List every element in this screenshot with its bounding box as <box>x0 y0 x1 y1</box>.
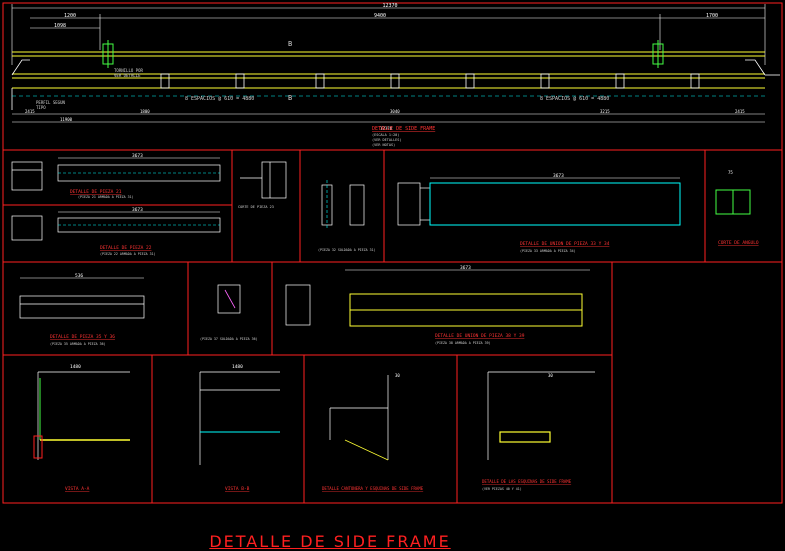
frame-post <box>160 73 170 89</box>
pieza-23-caption: CORTE DE PIEZA 23 <box>238 205 274 209</box>
pieza-37-caption: (PIEZA 37 SOLDADA A PIEZA 36) <box>200 337 258 341</box>
union-32-caption: (PIEZA 32 SOLDADA A PIEZA 31) <box>318 248 376 252</box>
esquinas-sub: (VER PIEZAS 40 Y 41) <box>482 487 522 491</box>
frame-post <box>235 73 245 89</box>
pieza-35-caption: DETALLE DE PIEZA 35 Y 36 <box>50 334 115 340</box>
spacing-label-right: 8 ESPACIOS @ 610 = 4880 <box>540 96 609 102</box>
main-caption-note-3: (VER NOTAS) <box>372 143 395 147</box>
main-elevation: 12370 1200 9400 1700 1098 <box>11 3 780 147</box>
bottom-dim-6: 11900 <box>60 117 73 122</box>
note-3: PERFIL SEGUN <box>36 100 65 105</box>
vista-a: 1480 VISTA A-A <box>33 364 130 492</box>
detail-esquina: 30 DETALLE CANTONERA Y ESQUINAS DE SIDE … <box>322 373 424 491</box>
vista-b: 1480 VISTA B-B <box>199 364 280 492</box>
frame-post <box>615 73 625 89</box>
detail-union-38: 3673 DETALLE DE UNION DE PIEZA 38 Y 39 (… <box>285 265 590 345</box>
main-caption: DETALLE DE SIDE FRAME <box>372 126 435 132</box>
frame-post <box>390 73 400 89</box>
note-1: TORNILLO POR <box>114 68 143 73</box>
union-33-caption: DETALLE DE UNION DE PIEZA 33 Y 34 <box>520 241 610 247</box>
detail-union-32: (PIEZA 32 SOLDADA A PIEZA 31) <box>318 180 376 252</box>
bottom-dim-7: 12370 <box>380 126 393 131</box>
union-33-dim: 3673 <box>553 173 564 179</box>
union-38-dim: 3673 <box>460 265 471 271</box>
esquinas-dim: 30 <box>548 373 553 378</box>
union-33-sub: (PIEZA 33 ARMADA A PIEZA 34) <box>520 249 576 253</box>
spacing-label-left: 8 ESPACIOS @ 610 = 4880 <box>185 96 254 102</box>
detail-corte-angulo: 75 CORTE DE ANGULO <box>715 170 759 246</box>
vista-a-caption: VISTA A-A <box>65 486 90 492</box>
bottom-dim-5: 2415 <box>735 109 745 114</box>
corte-angulo-dim: 75 <box>728 170 733 175</box>
bottom-dim-3: 3040 <box>390 109 400 114</box>
frame-post <box>465 73 475 89</box>
vista-a-dim: 1480 <box>70 364 81 370</box>
pieza-22-caption: DETALLE DE PIEZA 22 <box>100 245 152 251</box>
posts <box>160 73 700 89</box>
detail-union-33: 3673 DETALLE DE UNION DE PIEZA 33 Y 34 (… <box>397 173 681 253</box>
detail-pieza-37: (PIEZA 37 SOLDADA A PIEZA 36) <box>200 284 258 341</box>
detail-pieza-35: 536 DETALLE DE PIEZA 35 Y 36 (PIEZA 35 A… <box>19 273 145 346</box>
pieza-35-dim: 536 <box>75 273 83 279</box>
pieza-21-dim: 3673 <box>132 153 143 159</box>
sheet-frame <box>2 2 783 504</box>
top-dim-2: 9400 <box>374 13 386 19</box>
overall-dimension: 12370 <box>382 3 397 9</box>
pieza-21-sub: (PIEZA 21 ARMADA A PIEZA 31) <box>78 195 134 199</box>
vista-b-dim: 1480 <box>232 364 243 370</box>
inner-dimension: 1098 <box>54 23 66 29</box>
pieza-21-caption: DETALLE DE PIEZA 21 <box>70 189 122 195</box>
esquinas-caption: DETALLE DE LAS ESQUINAS DE SIDE FRAME <box>482 479 572 484</box>
bottom-dim-4: 3215 <box>600 109 610 114</box>
frame-post <box>540 73 550 89</box>
section-marker-b2: B <box>288 94 292 102</box>
union-38-sub: (PIEZA 38 ARMADA A PIEZA 39) <box>435 341 491 345</box>
frame-post <box>690 73 700 89</box>
pieza-22-sub: (PIEZA 22 ARMADA A PIEZA 31) <box>100 252 156 256</box>
pieza-22-dim: 3673 <box>132 207 143 213</box>
esquina-dim: 30 <box>395 373 400 378</box>
bottom-dim-2: 1800 <box>140 109 150 114</box>
bottom-dim-1: 2415 <box>25 109 35 114</box>
corte-angulo-caption: CORTE DE ANGULO <box>718 240 759 246</box>
frame-post <box>315 73 325 89</box>
sheet-title: DETALLE DE SIDE FRAME <box>209 532 451 551</box>
detail-pieza-21: 3673 DETALLE DE PIEZA 21 (PIEZA 21 ARMAD… <box>11 153 221 199</box>
detail-esquinas: 30 DETALLE DE LAS ESQUINAS DE SIDE FRAME… <box>482 371 595 491</box>
esquina-caption: DETALLE CANTONERA Y ESQUINAS DE SIDE FRA… <box>322 486 424 491</box>
detail-pieza-23: CORTE DE PIEZA 23 <box>238 161 287 209</box>
top-dim-3: 1700 <box>706 13 718 19</box>
section-marker-b1: B <box>288 40 292 48</box>
note-4: TIPO <box>36 105 46 110</box>
top-dim-1: 1200 <box>64 13 76 19</box>
main-caption-note-1: (ESCALA 1:20) <box>372 133 399 137</box>
pieza-35-sub: (PIEZA 35 ARMADA A PIEZA 36) <box>50 342 106 346</box>
note-2: VER DETALLE <box>114 73 141 78</box>
vista-b-caption: VISTA B-B <box>225 486 250 492</box>
union-38-caption: DETALLE DE UNION DE PIEZA 38 Y 39 <box>435 333 525 339</box>
detail-pieza-22: 3673 DETALLE DE PIEZA 22 (PIEZA 22 ARMAD… <box>11 207 221 256</box>
main-caption-note-2: (VER DETALLES) <box>372 138 402 142</box>
